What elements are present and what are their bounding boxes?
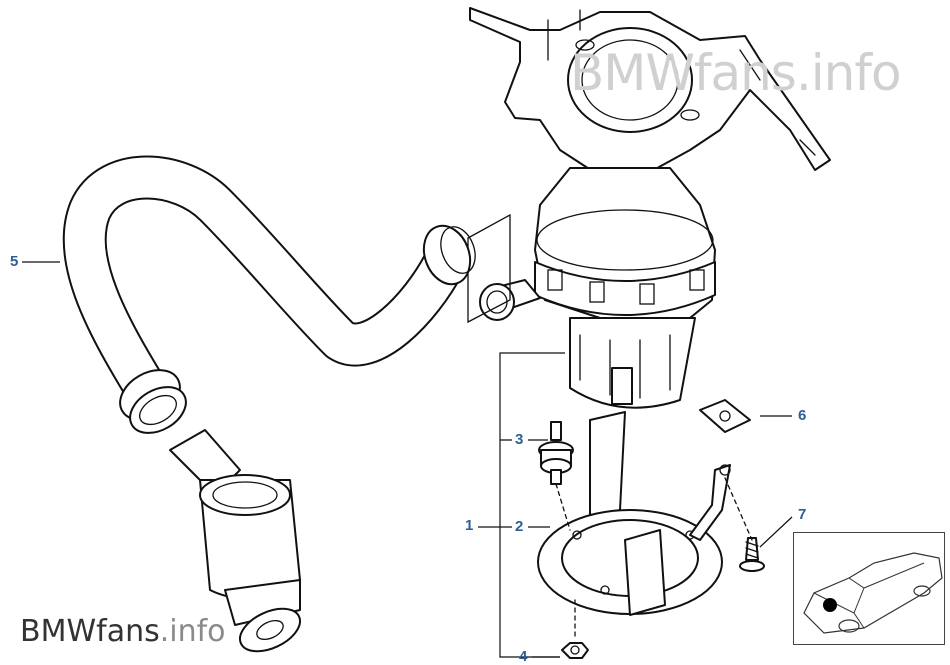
callout-7: 7 — [798, 506, 807, 523]
watermark-bottom: BMWfans.info — [20, 614, 226, 649]
leader-lines — [22, 261, 793, 658]
callout-6: 6 — [798, 407, 807, 424]
hose-connection-frame — [467, 213, 511, 324]
car-outline-icon — [803, 552, 943, 634]
air-pump-housing — [534, 167, 716, 319]
hex-nut — [561, 642, 589, 659]
callout-2: 2 — [515, 518, 524, 535]
watermark-brand: BMWfans — [20, 614, 160, 649]
mounting-bracket — [469, 7, 831, 177]
clip-nut — [699, 399, 751, 433]
screw — [739, 537, 765, 572]
callout-5: 5 — [10, 253, 19, 270]
air-pump-motor — [569, 317, 696, 409]
check-valve — [169, 429, 301, 653]
rubber-mount — [538, 421, 574, 485]
callout-3: 3 — [515, 431, 524, 448]
locator-dot — [823, 598, 837, 612]
callout-4: 4 — [519, 648, 528, 665]
callout-1: 1 — [465, 517, 474, 534]
watermark-top: BMWfans.info — [570, 44, 902, 102]
car-locator-inset — [793, 532, 945, 645]
air-hose — [62, 155, 476, 434]
mounting-ring-bracket — [537, 411, 731, 616]
watermark-suffix: .info — [159, 614, 226, 649]
